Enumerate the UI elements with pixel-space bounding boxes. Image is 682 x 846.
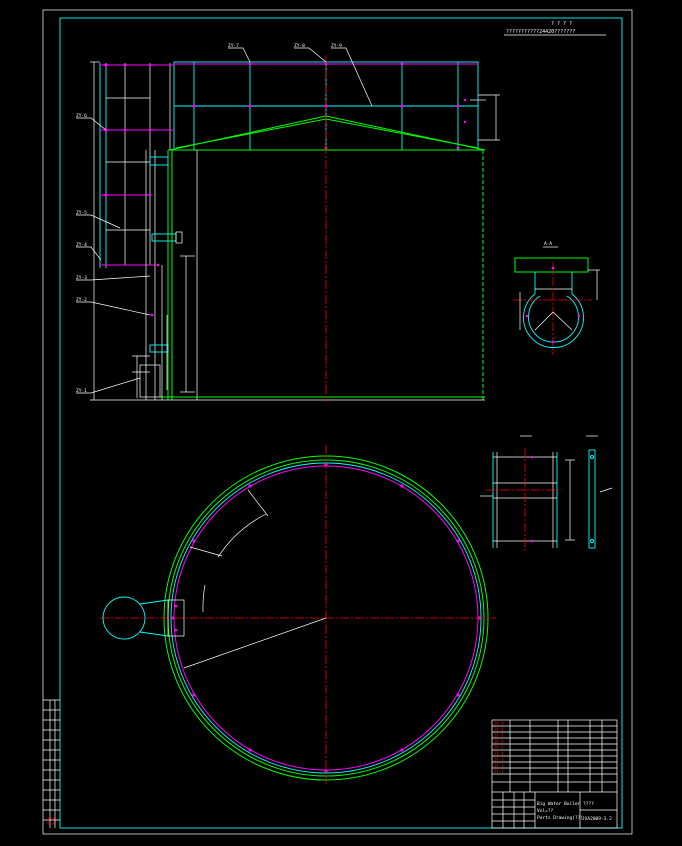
section-a-a-view[interactable]: A-A xyxy=(513,241,600,355)
label-zy4: ZY-4 xyxy=(76,242,87,248)
side-ladder-structure xyxy=(99,63,174,400)
label-zy3: ZY-3 xyxy=(76,275,87,281)
header-line-1: ? ? ? ? xyxy=(551,21,572,27)
title-name-line-1: Big Water Boiler ???? xyxy=(537,801,594,807)
nozzle-lower xyxy=(149,344,169,353)
left-strip-table xyxy=(43,699,60,828)
plan-view[interactable] xyxy=(100,445,496,786)
title-block[interactable]: ZY-9 ZY-8 ZY-7 ZY-6 ZY-5 ZY-4 ZY-3 ZY-2 … xyxy=(491,719,618,829)
section-roof-plate xyxy=(514,257,589,273)
parts-list-row: ZY-1 xyxy=(494,769,504,774)
sheet-header: ? ? ? ? ???????????24420??????? xyxy=(504,21,606,36)
drawing-number: JXA2009-3.2 xyxy=(582,816,612,822)
parts-list-row: ZY-2 xyxy=(494,763,504,768)
parts-list-row: ZY-6 xyxy=(494,739,504,744)
label-zy6: ZY-6 xyxy=(76,113,87,119)
nozzle-upper xyxy=(149,156,169,166)
parts-list-row: ZY-8 xyxy=(494,727,504,732)
section-a-a-title: A-A xyxy=(544,241,552,247)
title-name-line-2: Vol=?? xyxy=(537,808,554,814)
label-zy5: ZY-5 xyxy=(76,210,87,216)
tank-shell xyxy=(140,149,485,401)
header-line-2: ???????????24420??????? xyxy=(506,29,575,35)
inner-border xyxy=(59,17,623,829)
label-zy8: ZY-8 xyxy=(294,43,305,49)
parts-list: ZY-9 ZY-8 ZY-7 ZY-6 ZY-5 ZY-4 ZY-3 ZY-2 … xyxy=(494,721,504,774)
parts-list-row: ZY-5 xyxy=(494,745,504,750)
plan-dimensions xyxy=(183,489,327,669)
label-zy7: ZY-7 xyxy=(228,43,239,49)
parts-list-row: ZY-7 xyxy=(494,733,504,738)
elevation-view[interactable]: ZY-7 ZY-8 ZY-9 ZY-6 ZY-5 ZY-4 ZY-3 ZY-2 … xyxy=(76,43,500,402)
plan-side-manway xyxy=(102,596,185,640)
radius-leader xyxy=(183,617,327,669)
sheet-frame xyxy=(42,9,633,835)
label-zy9: ZY-9 xyxy=(331,43,342,49)
shell-nozzles xyxy=(132,156,183,398)
parts-list-row: ZY-9 xyxy=(494,721,504,726)
detail-view-edge-plate[interactable] xyxy=(586,435,613,549)
elevation-dimensions xyxy=(90,61,195,401)
title-name-line-3: Parts Drawing(??) xyxy=(537,815,583,821)
section-ring-outer xyxy=(523,293,584,348)
detail-view-side-frame[interactable] xyxy=(480,435,575,552)
label-zy1: ZY-1 xyxy=(76,388,87,394)
part-labels: ZY-7 ZY-8 ZY-9 ZY-6 ZY-5 ZY-4 ZY-3 ZY-2 … xyxy=(76,43,373,394)
parts-list-row: ZY-4 xyxy=(494,751,504,756)
parts-list-row: ZY-3 xyxy=(494,757,504,762)
outer-border xyxy=(42,9,633,835)
bottom-support xyxy=(139,364,161,398)
label-zy2: ZY-2 xyxy=(76,297,87,303)
